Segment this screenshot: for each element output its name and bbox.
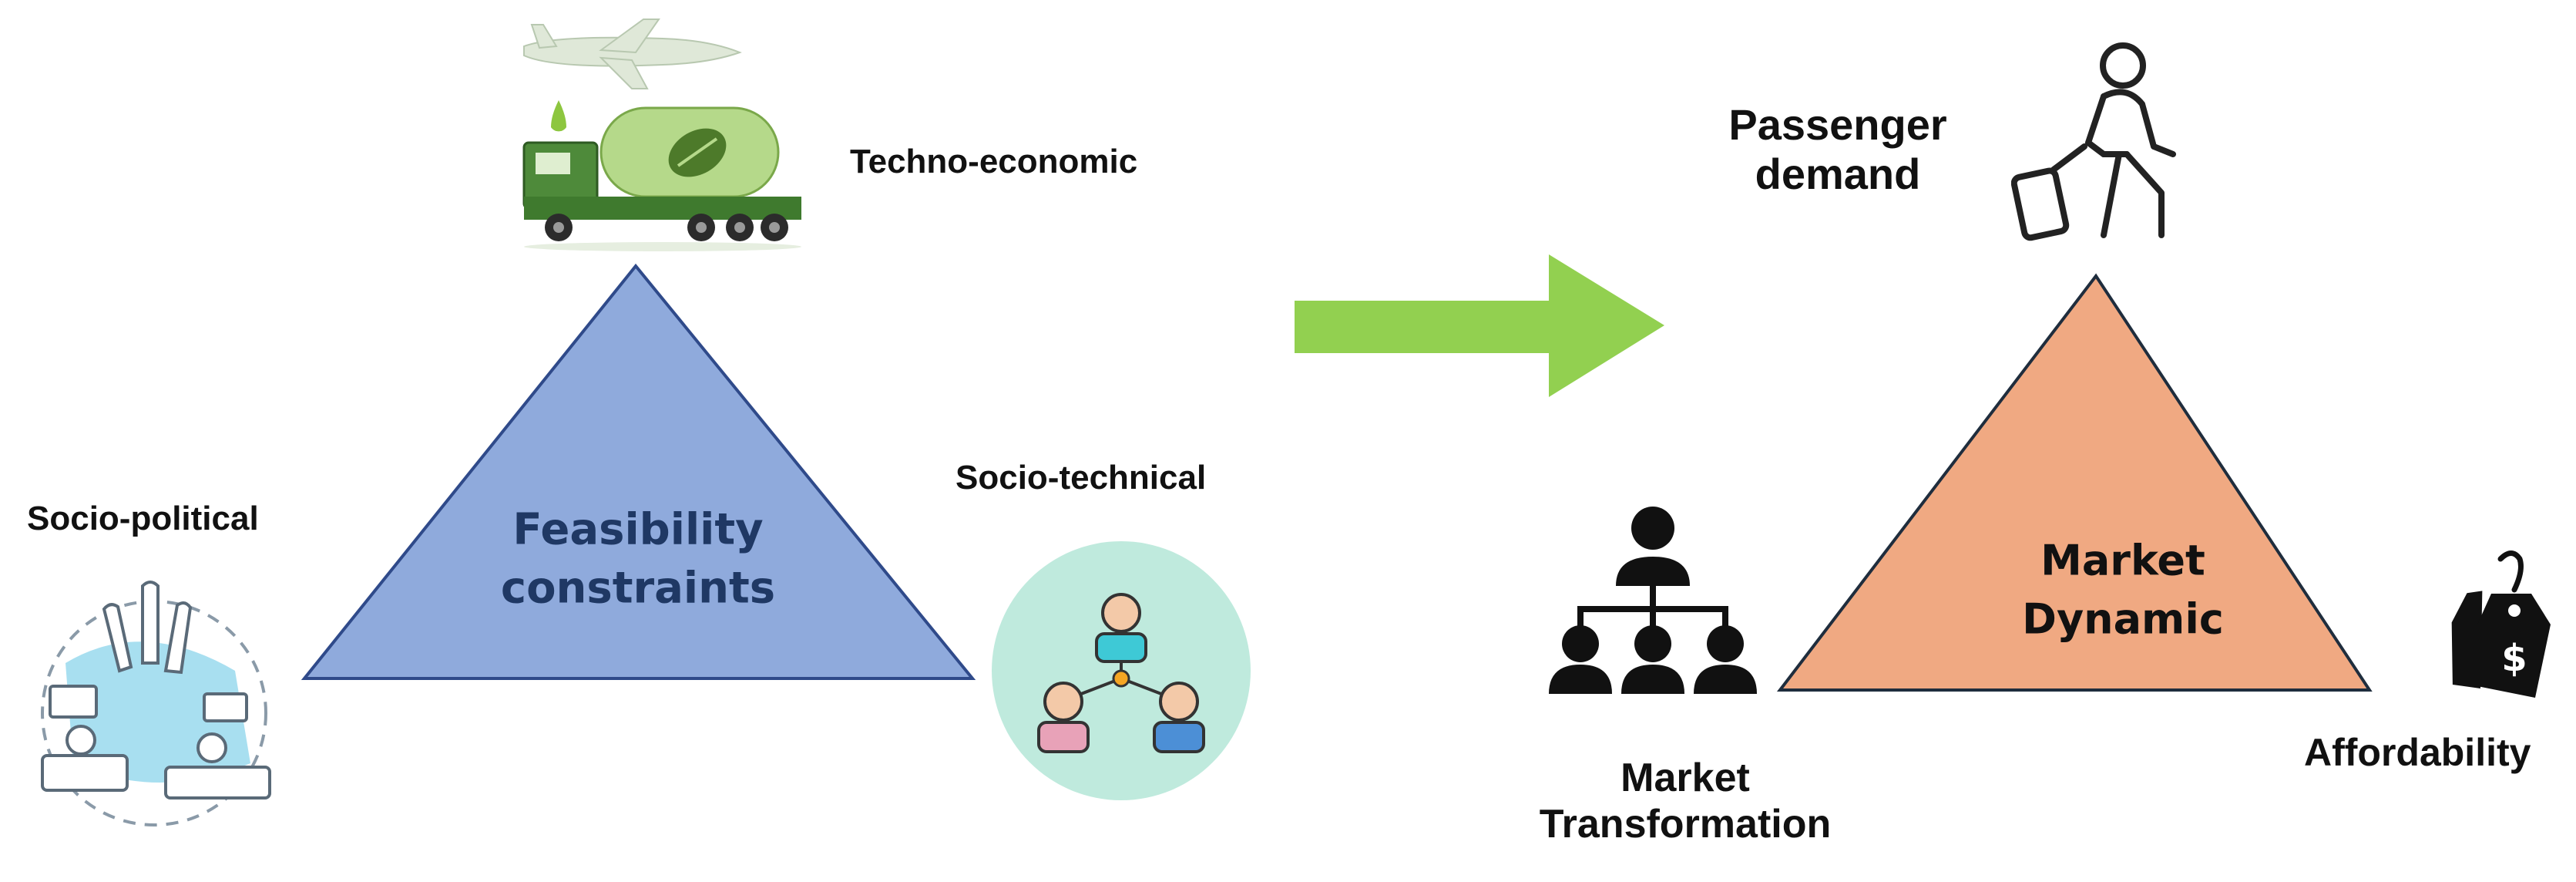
- svg-text:$: $: [2501, 637, 2527, 680]
- green-truck-airplane-icon: [522, 19, 801, 251]
- transition-arrow: [1295, 254, 1664, 397]
- passenger-demand-label: Passenger demand: [1728, 100, 1946, 200]
- voting-hands-meeting-icon: [41, 581, 271, 826]
- socio-political-label: Socio-political: [27, 500, 259, 537]
- feasibility-label-line2: constraints: [500, 563, 776, 613]
- passenger-demand-line1: Passenger: [1728, 100, 1947, 149]
- arrow-shape: [1295, 254, 1664, 397]
- feasibility-label-line1: Feasibility: [512, 504, 764, 555]
- feasibility-triangle-shape: [301, 263, 976, 680]
- people-network-icon: [992, 541, 1251, 800]
- market-dynamic-triangle-shape: [1776, 273, 2373, 692]
- market-dynamic-label: Market Dynamic: [2022, 531, 2224, 648]
- org-hierarchy-icon: [1549, 507, 1757, 694]
- socio-technical-label: Socio-technical: [956, 459, 1207, 497]
- traveler-with-suitcase-icon: [2011, 42, 2176, 241]
- techno-economic-label: Techno-economic: [850, 143, 1138, 180]
- market-dynamic-label-line1: Market: [2040, 536, 2205, 585]
- price-tag-icon: $: [2451, 550, 2551, 698]
- market-transformation-label: Market Transformation: [1540, 756, 1832, 848]
- feasibility-label: Feasibility constraints: [501, 500, 775, 617]
- market-transformation-line1: Market: [1620, 756, 1750, 800]
- passenger-demand-line2: demand: [1755, 150, 1921, 199]
- market-transformation-line2: Transformation: [1539, 801, 1832, 847]
- affordability-label: Affordability: [2304, 731, 2531, 774]
- market-dynamic-label-line2: Dynamic: [2022, 594, 2224, 643]
